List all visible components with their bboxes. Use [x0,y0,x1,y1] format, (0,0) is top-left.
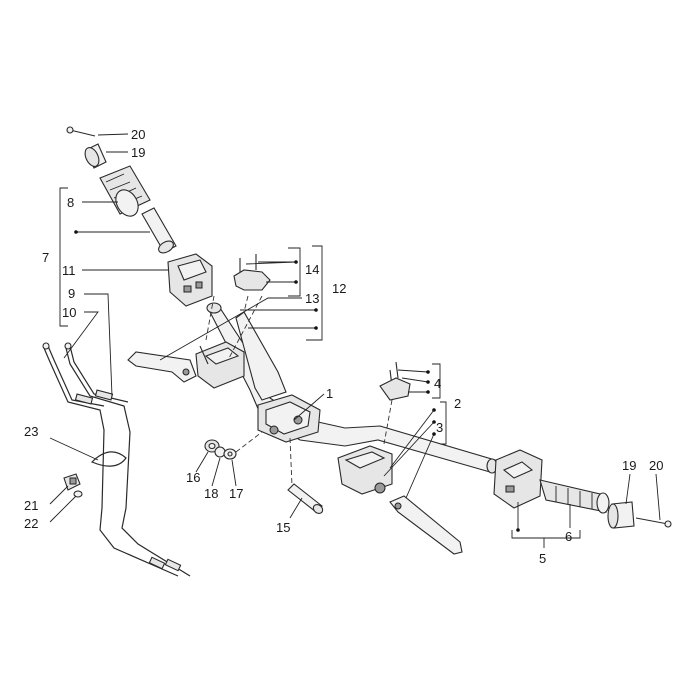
right-grip [539,479,610,514]
callout-17: 17 [229,486,243,501]
throttle-sleeve [141,207,177,254]
upper-clamp [233,254,271,291]
callout-3: 3 [436,420,443,435]
right-master-cylinder [337,445,393,495]
callout-22: 22 [24,516,38,531]
callout-12: 12 [332,281,346,296]
callout-16: 16 [186,470,200,485]
handlebar-tube [206,302,498,474]
bolt-15 [287,483,324,514]
left-master-cylinder [195,341,245,389]
right-switch-housing [493,449,543,509]
callout-14: 14 [305,262,319,277]
assembly-lines [205,295,393,487]
callout-11: 11 [62,263,76,278]
throttle-cables [42,342,191,577]
callout-5: 5 [539,551,546,566]
left-switch-housing [167,253,213,307]
callout-8: 8 [67,195,74,210]
callout-20-right: 20 [649,458,663,473]
callout-18: 18 [204,486,218,501]
callout-2: 2 [454,396,461,411]
callout-15: 15 [276,520,290,535]
cable-tie [90,451,127,467]
callout-6: 6 [565,529,572,544]
callout-13: 13 [305,291,319,306]
callout-4: 4 [434,376,441,391]
callout-19-right: 19 [622,458,636,473]
right-clamp-screws [379,361,411,401]
callout-21: 21 [24,498,38,513]
bar-end-weight-left [84,143,107,169]
bar-end-weight-right [607,501,635,529]
washer-18 [214,446,226,458]
callout-7: 7 [42,250,49,265]
callout-1: 1 [326,386,333,401]
bar-end-screw-right [635,517,672,528]
callout-20-top: 20 [131,127,145,142]
washer-17 [223,448,237,460]
right-brake-lever [389,495,463,555]
left-brake-lever [127,351,197,383]
cable-clip-screw [73,490,83,498]
callout-10: 10 [62,305,76,320]
callout-labels: 20 19 8 7 11 9 10 14 12 13 1 4 2 3 23 21… [24,127,663,566]
callout-19-top: 19 [131,145,145,160]
callout-9: 9 [68,286,75,301]
callout-23: 23 [24,424,38,439]
throttle-grip-rubber [99,165,151,217]
bar-end-screw-left [66,126,96,137]
handlebar-clamp-block [257,394,321,443]
leader-lines [49,133,661,548]
